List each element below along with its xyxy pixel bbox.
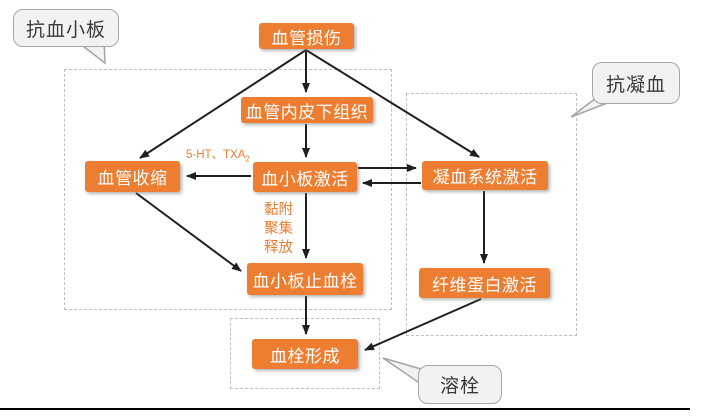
callout-thrombolysis-label: 溶栓 (439, 376, 480, 397)
node-coagulation-system-activation-label: 凝血系统激活 (432, 168, 538, 187)
node-subendothelial-tissue-label: 血管内皮下组织 (245, 102, 369, 122)
edge-label-aggregation: 聚集 (264, 221, 293, 237)
edge-label-mediators-subscript: 2 (245, 154, 250, 164)
anticoagulation-region-dashed-box (406, 93, 577, 336)
node-thrombus-formation-label: 血栓形成 (270, 346, 340, 366)
node-platelet-hemostatic-plug: 血小板止血栓 (247, 263, 363, 295)
node-fibrin-activation: 纤维蛋白激活 (419, 268, 550, 298)
arrow-injury-to-vasoconstriction (139, 49, 307, 159)
node-thrombus-formation: 血栓形成 (252, 339, 358, 369)
node-vessel-injury: 血管损伤 (259, 23, 354, 49)
callout-anticoagulation-label: 抗凝血 (605, 74, 666, 96)
callout-thrombolysis: 溶栓 (418, 365, 502, 404)
node-platelet-hemostatic-plug-label: 血小板止血栓 (252, 271, 358, 291)
callout-antiplatelet: 抗血小板 (13, 9, 119, 47)
node-platelet-activation: 血小板激活 (253, 162, 357, 192)
arrow-injury-to-coagulation (305, 49, 480, 158)
edge-label-release: 释放 (264, 240, 293, 256)
node-vasoconstriction: 血管收缩 (85, 161, 180, 192)
callout-antiplatelet-label: 抗血小板 (25, 19, 106, 41)
node-platelet-activation-label: 血小板激活 (261, 169, 349, 189)
edge-label-mediators-main: 5-HT、TXA (186, 149, 246, 161)
edge-label-platelet-processes: 黏附 聚集 释放 (264, 201, 293, 258)
arrow-vasoconstriction-to-plug (135, 192, 242, 272)
callout-anticoagulation: 抗凝血 (592, 62, 680, 104)
node-subendothelial-tissue: 血管内皮下组织 (241, 97, 373, 123)
edge-label-mediators: 5-HT、TXA2 (186, 146, 250, 163)
arrow-fibrin-to-thrombus (364, 298, 482, 351)
edge-label-adhesion: 黏附 (264, 202, 293, 218)
node-vasoconstriction-label: 血管收缩 (97, 169, 168, 188)
node-coagulation-system-activation: 凝血系统激活 (422, 161, 548, 190)
thrombolysis-callout-tail (382, 357, 422, 386)
node-vessel-injury-label: 血管损伤 (271, 28, 342, 48)
antiplatelet-region-dashed-box (64, 69, 392, 310)
bottom-rule (0, 408, 690, 410)
node-fibrin-activation-label: 纤维蛋白激活 (432, 275, 537, 295)
